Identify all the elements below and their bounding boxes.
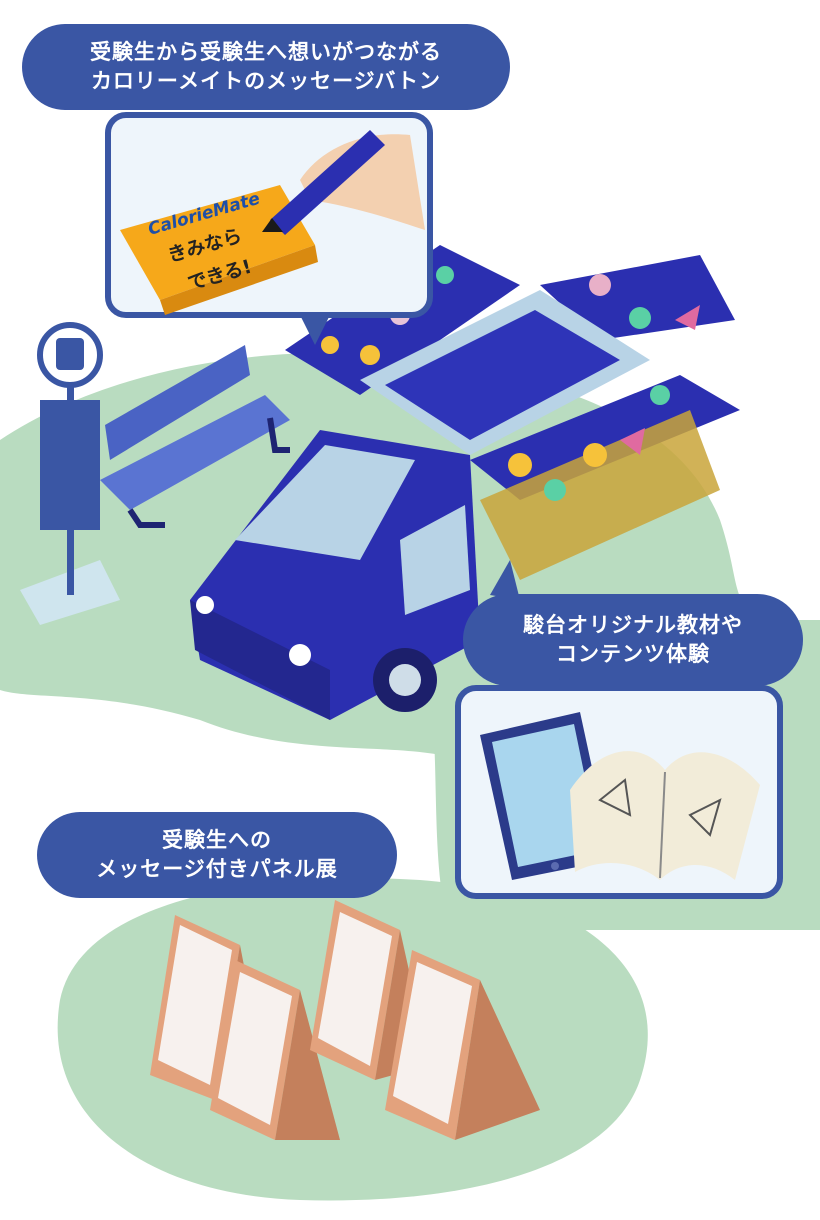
- a-frame-panel-icon: [150, 900, 540, 1140]
- callout-panel-exhibit-line2: メッセージ付きパネル展: [96, 857, 338, 881]
- callout-original-materials-line1: 駿台オリジナル教材や: [523, 612, 743, 637]
- food-truck-icon: [190, 245, 740, 720]
- bus-stop-sign-icon: [20, 322, 120, 625]
- callout-original-materials-line2: コンテンツ体験: [556, 642, 710, 666]
- callout-original-materials: 駿台オリジナル教材や コンテンツ体験: [463, 594, 803, 686]
- hand-marker-icon: [262, 130, 425, 235]
- callout-message-baton-line1: 受験生から受験生へ想いがつながる: [90, 39, 442, 64]
- callout-message-baton-line2: カロリーメイトのメッセージバトン: [90, 69, 442, 93]
- callout-panel-exhibit: 受験生への メッセージ付きパネル展: [37, 812, 397, 898]
- bench-icon: [100, 345, 290, 528]
- callout-message-baton: 受験生から受験生へ想いがつながる カロリーメイトのメッセージバトン: [22, 24, 510, 110]
- callout-panel-exhibit-line1: 受験生への: [162, 827, 272, 852]
- message-baton-inset: CalorieMate きみなら できる!: [105, 112, 433, 345]
- open-book-icon: [570, 751, 760, 880]
- materials-inset: [455, 560, 783, 899]
